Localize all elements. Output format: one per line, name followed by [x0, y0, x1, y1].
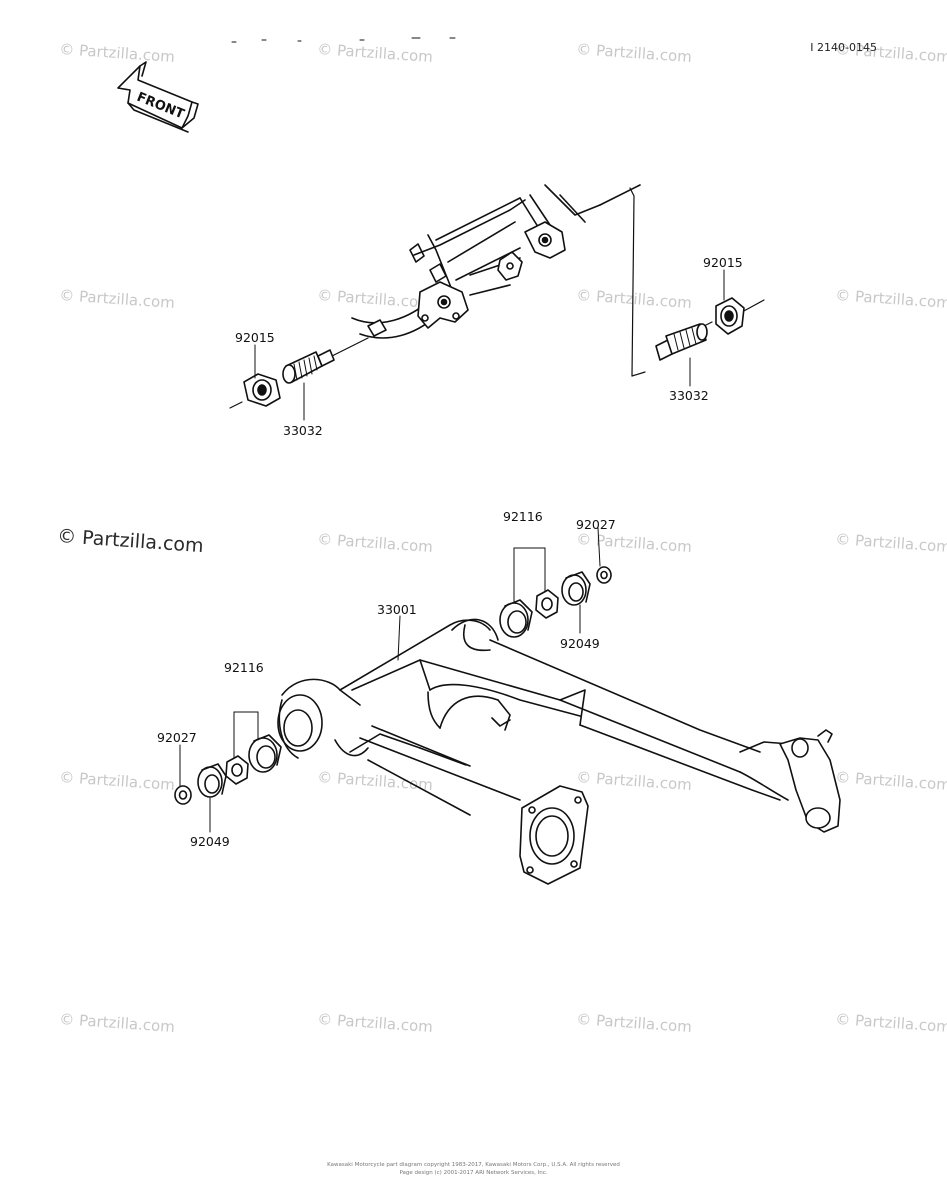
left-locknut-icon: [225, 755, 249, 785]
part-label-33032[interactable]: 33032: [669, 388, 709, 403]
footer-page-design: Page design (c) 2001-2017 ARI Network Se…: [399, 1170, 548, 1176]
part-label-92116[interactable]: 92116: [503, 509, 543, 524]
right-locknut-icon: [535, 589, 559, 619]
swing-arm-icon: [277, 618, 841, 885]
left-cap-icon: [174, 785, 192, 805]
part-label-92049[interactable]: 92049: [190, 834, 230, 849]
right-bearing-icon: [499, 599, 533, 638]
pivot-axis-lines: [229, 187, 765, 409]
left-pivot-bolt-icon: [282, 349, 335, 384]
upper-leader-lines: [254, 269, 725, 421]
part-label-33001[interactable]: 33001: [377, 602, 417, 617]
part-label-92116[interactable]: 92116: [224, 660, 264, 675]
right-pivot-nut-icon: [715, 297, 745, 335]
left-pivot-nut-icon: [243, 373, 281, 407]
right-seal-icon: [561, 571, 591, 606]
part-label-92049[interactable]: 92049: [560, 636, 600, 651]
part-label-92015[interactable]: 92015: [235, 330, 275, 345]
left-bearing-icon: [248, 734, 282, 773]
part-label-92027[interactable]: 92027: [576, 517, 616, 532]
part-label-92027[interactable]: 92027: [157, 730, 197, 745]
part-label-33032[interactable]: 33032: [283, 423, 323, 438]
right-pivot-bolt-icon: [655, 323, 708, 361]
lower-leader-lines: [179, 527, 601, 833]
footer-copyright: Kawasaki Motorcycle part diagram copyrig…: [327, 1162, 620, 1168]
part-label-92015[interactable]: 92015: [703, 255, 743, 270]
diagram-code: I 2140-0145: [810, 41, 877, 54]
front-arrow-icon: FRONT: [117, 61, 199, 133]
right-cap-icon: [596, 566, 612, 584]
frame-section: [351, 184, 641, 339]
left-seal-icon: [197, 763, 227, 798]
header-marks: [231, 37, 456, 43]
